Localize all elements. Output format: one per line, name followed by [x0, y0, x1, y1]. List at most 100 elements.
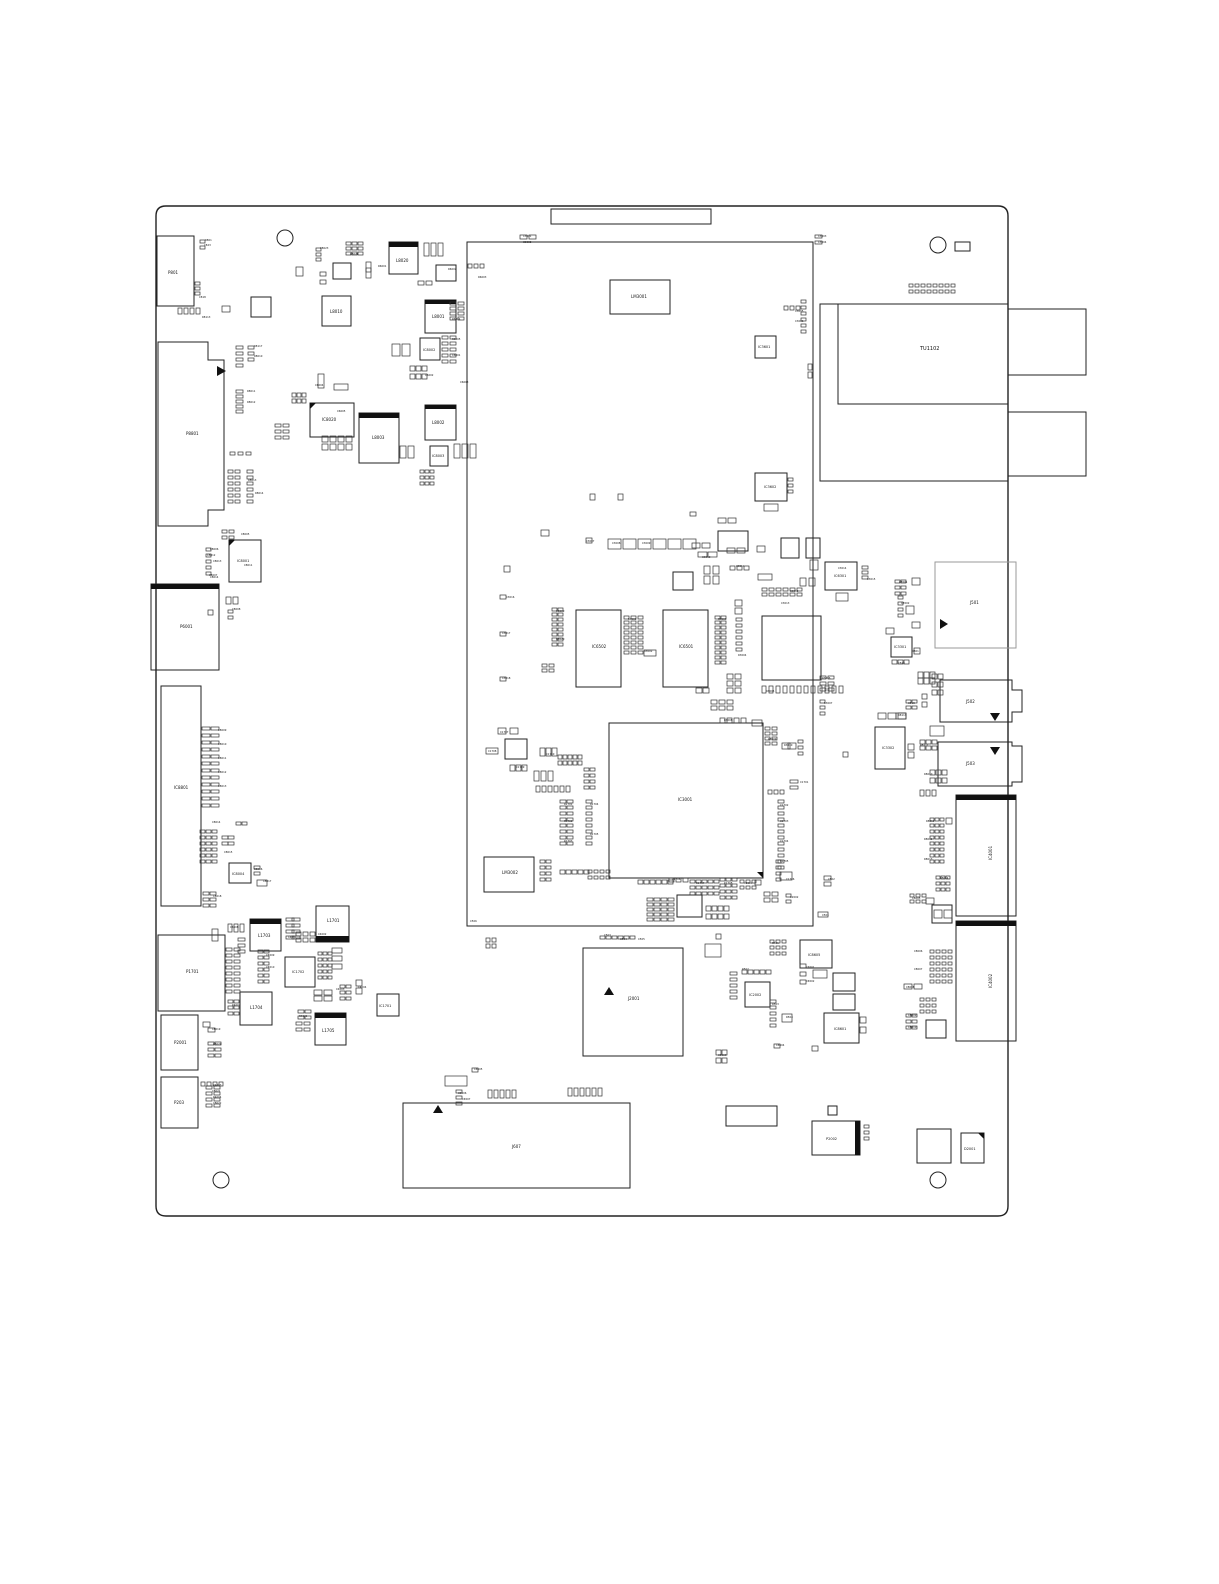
smd-pad [721, 1057, 728, 1064]
smd-pad [735, 623, 743, 628]
ref-designator: R1701 [564, 802, 573, 806]
smd-pad [764, 726, 771, 731]
label-LM3002: LM3002 [502, 870, 518, 875]
ref-designator: C8020 [213, 1042, 222, 1046]
smd-pad [817, 685, 823, 694]
smd-pad [807, 363, 813, 371]
label-IC3301: IC3301 [894, 645, 906, 649]
ref-designator: R3002 [644, 649, 653, 653]
ref-designator: R503 [772, 1002, 779, 1006]
smd-pad [897, 595, 904, 600]
smd-pad [557, 754, 563, 760]
ref-designator: C8022 [213, 1101, 222, 1105]
smd-pad [214, 1041, 222, 1046]
smd-pad [430, 242, 437, 257]
ref-designator: R502 [742, 967, 749, 971]
smd-pad [291, 923, 301, 928]
smd-pad [731, 889, 738, 894]
smd-pad [345, 443, 353, 451]
smd-pad [877, 712, 887, 720]
smd-pad [551, 747, 558, 757]
ref-designator: R8014 [940, 876, 949, 880]
smd-pad [473, 263, 479, 269]
smd-pad [935, 881, 941, 886]
smd-pad [799, 577, 807, 587]
smd-pad [729, 971, 738, 976]
smd-pad [449, 301, 457, 306]
smd-pad [246, 469, 254, 474]
smd-pad [357, 241, 364, 246]
smd-pad [941, 949, 947, 954]
smd-pad [205, 847, 212, 852]
smd-pad [205, 859, 212, 864]
ref-designator: C3016 [506, 595, 515, 599]
smd-pad [541, 785, 547, 793]
smd-pad [585, 829, 593, 834]
smd-pad [211, 859, 218, 864]
smd-pad [245, 451, 252, 456]
smd-pad [777, 829, 785, 834]
smd-pad [469, 443, 477, 459]
smd-pad [720, 655, 727, 660]
ref-designator: C504 [620, 937, 627, 941]
smd-pad [775, 939, 781, 944]
smd-pad [285, 929, 295, 934]
smd-pad [585, 1087, 591, 1097]
smd-pad [617, 935, 624, 940]
smd-pad [800, 299, 807, 304]
smd-pad [735, 617, 743, 622]
smd-pad [940, 887, 946, 892]
ref-designator: R8011 [247, 389, 256, 393]
module-LM3001 [609, 279, 671, 315]
smd-pad [807, 371, 813, 379]
ref-designator: R8013 [248, 478, 257, 482]
smd-pad [295, 937, 302, 943]
ref-designator: C6509 [266, 953, 275, 957]
smd-pad [227, 1011, 234, 1016]
ref-designator: C6001 [452, 353, 461, 357]
smd-pad [939, 841, 945, 846]
smd-pad [257, 955, 264, 960]
smd-pad [221, 835, 229, 840]
smd-pad [861, 570, 869, 575]
smd-pad [212, 1081, 218, 1087]
ref-designator: R501 [772, 941, 779, 945]
smd-pad [719, 889, 726, 894]
smd-pad [317, 963, 323, 968]
label-IC1702: IC1702 [292, 970, 304, 974]
ic-IC3302 [874, 726, 906, 770]
ref-designator: C4002 [318, 932, 327, 936]
smd-pad [585, 811, 593, 816]
smd-pad [221, 841, 229, 846]
smd-pad [703, 565, 711, 575]
smd-pad [819, 705, 826, 710]
smd-pad [566, 811, 574, 816]
smd-pad [689, 885, 696, 890]
smd-pad [225, 965, 233, 970]
smd-pad [441, 359, 449, 364]
smd-pad [739, 879, 745, 884]
smd-pad [905, 1019, 912, 1024]
smd-pad [257, 973, 264, 978]
ref-designator: C1709 [516, 765, 525, 769]
smd-pad [210, 775, 220, 780]
label-IC8801: IC8801 [174, 785, 189, 790]
mounting-hole [276, 229, 294, 247]
smd-pad [548, 668, 555, 673]
smd-pad [653, 917, 661, 922]
smd-pad [566, 805, 574, 810]
ref-designator: C6005 [337, 409, 346, 413]
smd-pad [941, 967, 947, 972]
ref-designator: R504 [786, 1015, 793, 1019]
smd-pad [929, 853, 935, 858]
smd-pad [643, 879, 650, 885]
smd-pad [225, 959, 233, 964]
smd-pad [937, 689, 944, 696]
smd-pad [339, 984, 346, 989]
ref-designator: C1708 [488, 749, 497, 753]
smd-pad [713, 879, 720, 884]
smd-pad [551, 642, 558, 647]
smd-pad [545, 871, 552, 876]
smd-pad [763, 891, 771, 897]
smd-pad [540, 770, 547, 782]
